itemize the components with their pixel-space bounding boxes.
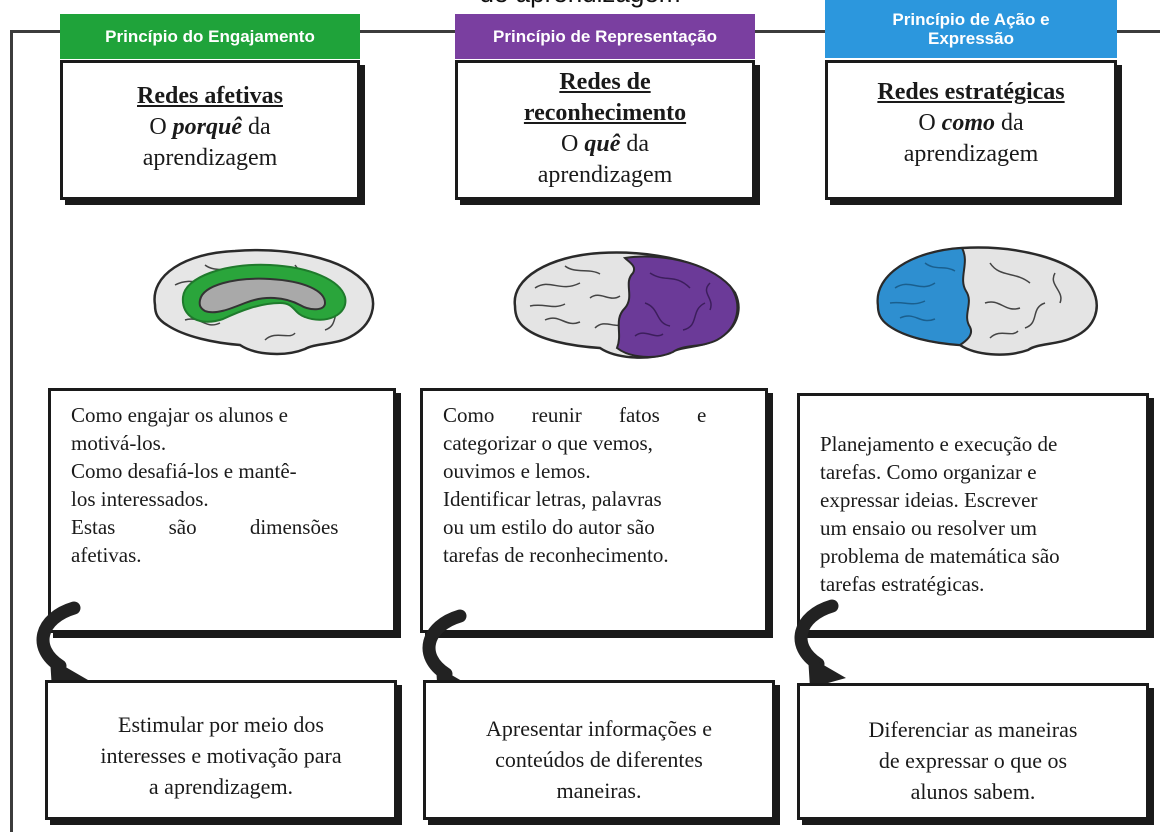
network-question: O como da: [918, 110, 1024, 136]
header-label: Princípio do Engajamento: [105, 27, 315, 46]
description-line: problema de matemática são: [820, 544, 1060, 568]
strategy-line: interesses e motivação para: [100, 743, 342, 768]
header-label: Princípio de Representação: [493, 27, 717, 46]
description-line: tarefas. Como organizar e: [820, 460, 1037, 484]
description-line: expressar ideias. Escrever: [820, 488, 1038, 512]
description-line: tarefas estratégicas.: [820, 572, 985, 596]
frame-left-border: [10, 30, 13, 832]
description-line: los interessados.: [71, 487, 209, 511]
strategy-line: alunos sabem.: [910, 779, 1036, 804]
description-line: motivá-los.: [71, 431, 167, 455]
network-box-afetivas: Redes afetivas O porquê da aprendizagem: [60, 60, 360, 200]
strategy-line: Apresentar informações e: [485, 716, 712, 741]
network-title-line2: reconhecimento: [523, 100, 687, 126]
strategy-line: a aprendizagem.: [148, 774, 294, 799]
description-box-acao-expressao: Planejamento e execução de tarefas. Como…: [797, 393, 1149, 633]
brain-limbic-green-icon: [153, 248, 375, 356]
strategy-box-representacao: Apresentar informações e conteúdos de di…: [423, 680, 775, 820]
brain-frontal-blue-icon: [876, 246, 1098, 356]
description-line: Planejamento e execução de: [820, 432, 1058, 456]
description-line: Como desafiá-los e mantê-: [71, 459, 297, 483]
header-representacao: Princípio de Representação: [455, 14, 755, 59]
network-title-line1: Redes de: [559, 69, 651, 95]
network-subtitle: aprendizagem: [537, 162, 673, 188]
network-question: O porquê da: [149, 114, 271, 140]
strategy-line: conteúdos de diferentes: [495, 747, 703, 772]
network-box-estrategicas: Redes estratégicas O como da aprendizage…: [825, 60, 1117, 200]
network-title: Redes estratégicas: [877, 79, 1065, 105]
description-box-representacao: Como reunir fatos e categorizar o que ve…: [420, 388, 768, 633]
description-line: categorizar o que vemos,: [443, 431, 653, 455]
description-line: Como reunir fatos e: [443, 403, 707, 427]
description-line: tarefas de reconhecimento.: [443, 543, 669, 567]
brain-posterior-purple-icon: [513, 251, 740, 359]
strategy-line: Diferenciar as maneiras: [868, 717, 1078, 742]
network-subtitle: aprendizagem: [903, 141, 1039, 167]
header-engajamento: Princípio do Engajamento: [60, 14, 360, 59]
network-box-reconhecimento: Redes de reconhecimento O quê da aprendi…: [455, 60, 755, 200]
description-line: ou um estilo do autor são: [443, 515, 655, 539]
description-line: Como engajar os alunos e: [71, 403, 288, 427]
strategy-line: de expressar o que os: [878, 748, 1068, 773]
network-subtitle: aprendizagem: [142, 145, 278, 171]
strategy-box-engajamento: Estimular por meio dos interesses e moti…: [45, 680, 397, 820]
description-line: afetivas.: [71, 543, 142, 567]
strategy-line: maneiras.: [556, 778, 642, 803]
network-title: Redes afetivas: [137, 83, 283, 109]
diagram-title: de aprendizagem: [420, 0, 740, 8]
description-box-engajamento: Como engajar os alunos e motivá-los. Com…: [48, 388, 396, 633]
network-question: O quê da: [561, 131, 649, 157]
curved-arrow-icon: [794, 599, 846, 688]
description-line: um ensaio ou resolver um: [820, 516, 1037, 540]
description-line: ouvimos e lemos.: [443, 459, 591, 483]
strategy-line: Estimular por meio dos: [118, 712, 324, 737]
description-line: Estas são dimensões: [71, 515, 339, 539]
strategy-box-acao-expressao: Diferenciar as maneiras de expressar o q…: [797, 683, 1149, 820]
description-line: Identificar letras, palavras: [443, 487, 662, 511]
